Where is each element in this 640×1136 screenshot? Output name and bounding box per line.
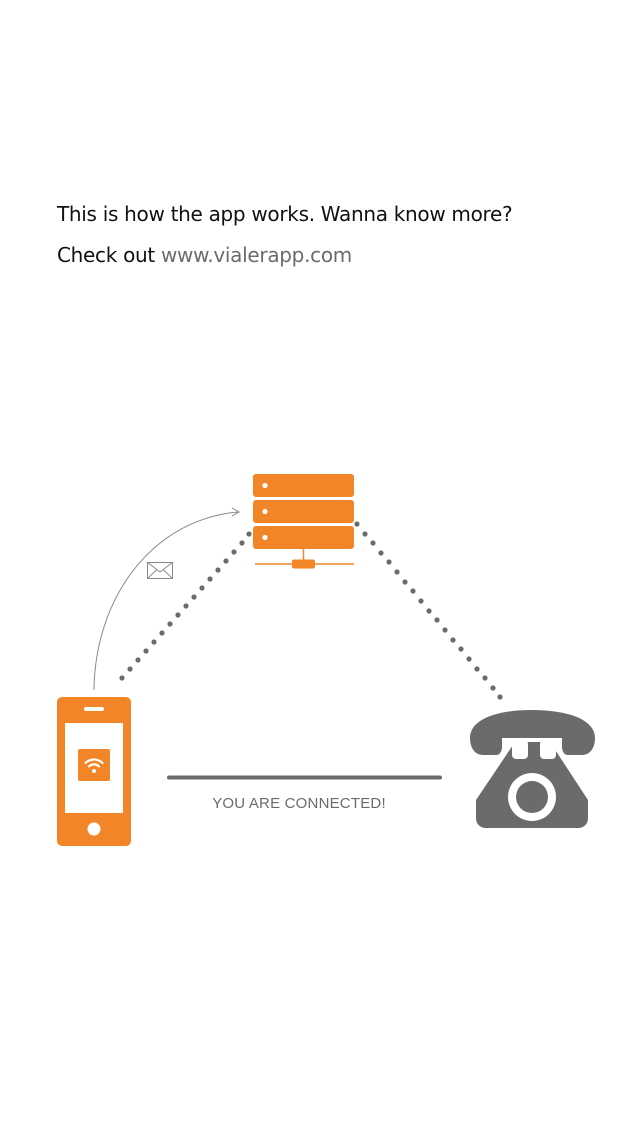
smartphone-icon bbox=[57, 697, 131, 846]
wifi-icon bbox=[78, 749, 110, 781]
how-it-works-diagram bbox=[0, 440, 640, 880]
intro-checkout-line: Check out www.vialerapp.com bbox=[57, 243, 352, 267]
website-link[interactable]: www.vialerapp.com bbox=[161, 243, 352, 267]
dotted-line-phone-server bbox=[119, 531, 252, 681]
checkout-prefix: Check out bbox=[57, 243, 161, 267]
intro-question: This is how the app works. Wanna know mo… bbox=[57, 202, 513, 226]
dotted-line-server-telephone bbox=[354, 521, 503, 700]
connection-status-text: YOU ARE CONNECTED! bbox=[212, 795, 386, 812]
server-icon bbox=[253, 474, 354, 569]
message-arrow bbox=[93, 507, 241, 691]
envelope-icon bbox=[147, 562, 173, 579]
telephone-icon bbox=[470, 710, 595, 828]
